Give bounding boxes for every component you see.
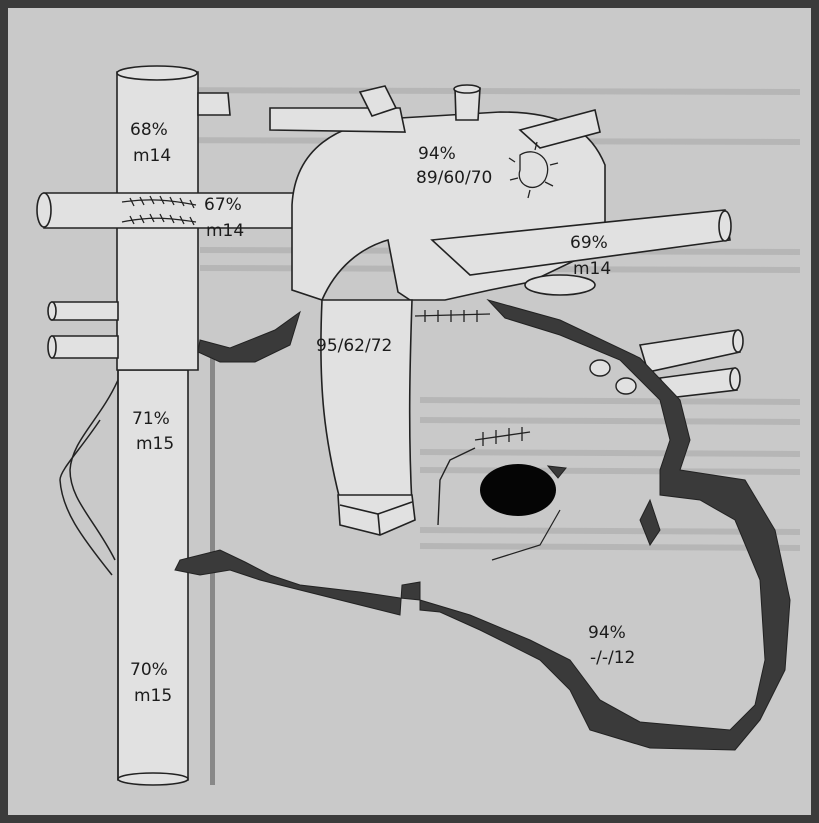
head-vessel-2-opening — [454, 85, 480, 93]
right-pulmonary-vein-lower — [52, 336, 118, 358]
aorta-pressure-label: 89/60/70 — [416, 167, 492, 189]
lpa-opening — [719, 211, 731, 241]
pv-opening-2 — [48, 336, 56, 358]
neoaorta-trunk — [321, 300, 412, 505]
azygos-stub — [198, 93, 230, 115]
neoaorta-root — [338, 495, 415, 535]
lpa-saturation-label: 69% — [570, 232, 608, 254]
innominate-vein — [44, 193, 310, 228]
ventricle-saturation-label: 94% — [588, 622, 626, 644]
pv-ostium-1 — [590, 360, 610, 376]
lpv-opening-1 — [733, 330, 743, 352]
svc-pressure-label: m14 — [133, 145, 171, 167]
heart-circulation-diagram — [8, 8, 811, 815]
pv-ostium-2 — [616, 378, 636, 394]
left-pulmonary-vein-1 — [640, 330, 740, 372]
svc-saturation-label: 68% — [130, 119, 168, 141]
right-pulmonary-vein-upper — [52, 302, 118, 320]
lpa-pressure-label: m14 — [573, 258, 611, 280]
innominate-opening — [37, 193, 51, 227]
svc-opening — [117, 66, 197, 80]
aorta-saturation-label: 94% — [418, 143, 456, 165]
diagram-page: 68% m14 67% m14 94% 89/60/70 69% m14 95/… — [8, 8, 811, 815]
lpv-opening-2 — [730, 368, 740, 390]
lateral-tunnel-line-2 — [60, 420, 112, 575]
innominate-saturation-label: 67% — [204, 194, 242, 216]
right-atrium-wall — [198, 312, 300, 362]
ventricle-pressure-label: -/-/12 — [590, 647, 635, 669]
ivc-upper-pressure-label: m15 — [136, 433, 174, 455]
ivc-opening — [118, 773, 188, 785]
ivc-lower-saturation-label: 70% — [130, 659, 168, 681]
ivc-upper-saturation-label: 71% — [132, 408, 170, 430]
left-ventricle-outline — [438, 448, 475, 525]
ivc-lower — [118, 370, 188, 780]
valve-occluder — [480, 464, 556, 516]
atrial-boundary — [492, 510, 560, 560]
pv-opening-1 — [48, 302, 56, 320]
lateral-tunnel-line — [70, 380, 118, 560]
single-ventricle-wall — [175, 300, 790, 750]
innominate-pressure-label: m14 — [206, 220, 244, 242]
neoaorta-pressure-label: 95/62/72 — [316, 335, 392, 357]
ivc-lower-pressure-label: m15 — [134, 685, 172, 707]
septal-wall-fragment — [640, 500, 660, 545]
